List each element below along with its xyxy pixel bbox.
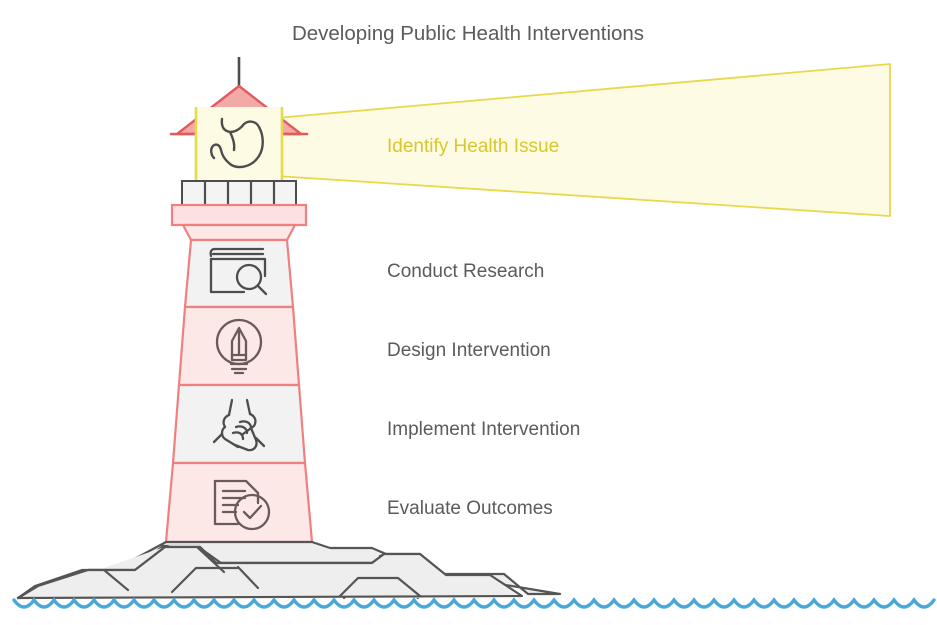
band-shape: [171, 383, 307, 465]
rock-outline-master: [16, 545, 524, 600]
step-label-conduct-research: Conduct Research: [387, 261, 544, 282]
tower-band-design-intervention: [177, 305, 301, 387]
gallery-platform: [170, 203, 308, 242]
hands-together-icon: [212, 398, 266, 452]
tower-band-implement-intervention: [171, 383, 307, 465]
platform-taper: [181, 223, 297, 242]
gallery-railing: [181, 180, 297, 206]
railing-body: [181, 180, 297, 206]
step-label-evaluate-outcomes: Evaluate Outcomes: [387, 498, 553, 519]
water-waves: [12, 597, 936, 609]
rock-left-fill: [18, 545, 380, 598]
rock-detail-c: [236, 565, 260, 590]
step-label-identify-health-issue: Identify Health Issue: [387, 136, 559, 157]
book-search-icon: [209, 247, 268, 296]
rock-detail-d: [170, 566, 240, 594]
platform-slab: [170, 203, 308, 227]
page-title: Developing Public Health Interventions: [292, 22, 644, 45]
tower-band-conduct-research: [183, 238, 295, 309]
document-check-icon: [213, 479, 271, 531]
step-label-design-intervention: Design Intervention: [387, 340, 551, 361]
lightbulb-pencil-icon: [215, 318, 263, 375]
step-label-implement-intervention: Implement Intervention: [387, 419, 580, 440]
lamp-room: [194, 107, 284, 181]
stomach-icon: [210, 117, 264, 169]
rock-detail-e: [338, 576, 422, 598]
tower-band-evaluate-outcomes: [164, 461, 314, 544]
rock-detail-a: [102, 568, 130, 592]
rock-base: [16, 540, 562, 600]
lamp-room-glass: [196, 107, 282, 181]
